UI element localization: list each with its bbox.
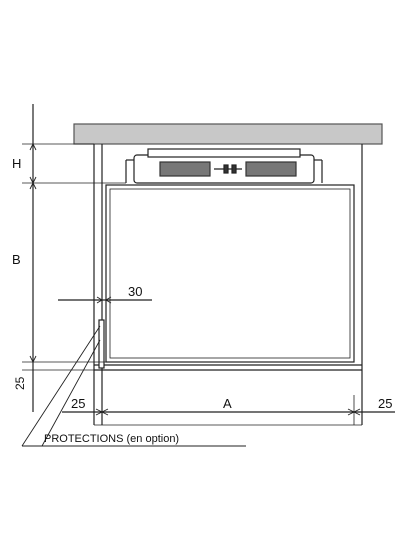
protections-leader-line [21,325,101,447]
label-protections: PROTECTIONS (en option) [44,433,179,445]
label-bottom-gap: 25 [13,376,27,390]
label-side-clearance: 30 [128,284,142,299]
oven-box-inner [109,188,351,359]
oven-box [105,184,355,363]
label-right-gap: 25 [378,396,392,411]
label-left-gap: 25 [71,396,85,411]
worktop [73,123,383,145]
label-b: B [12,252,21,267]
protection-strip [98,319,105,369]
hob-unit [125,148,323,184]
label-h: H [12,156,21,171]
label-a: A [223,396,232,411]
